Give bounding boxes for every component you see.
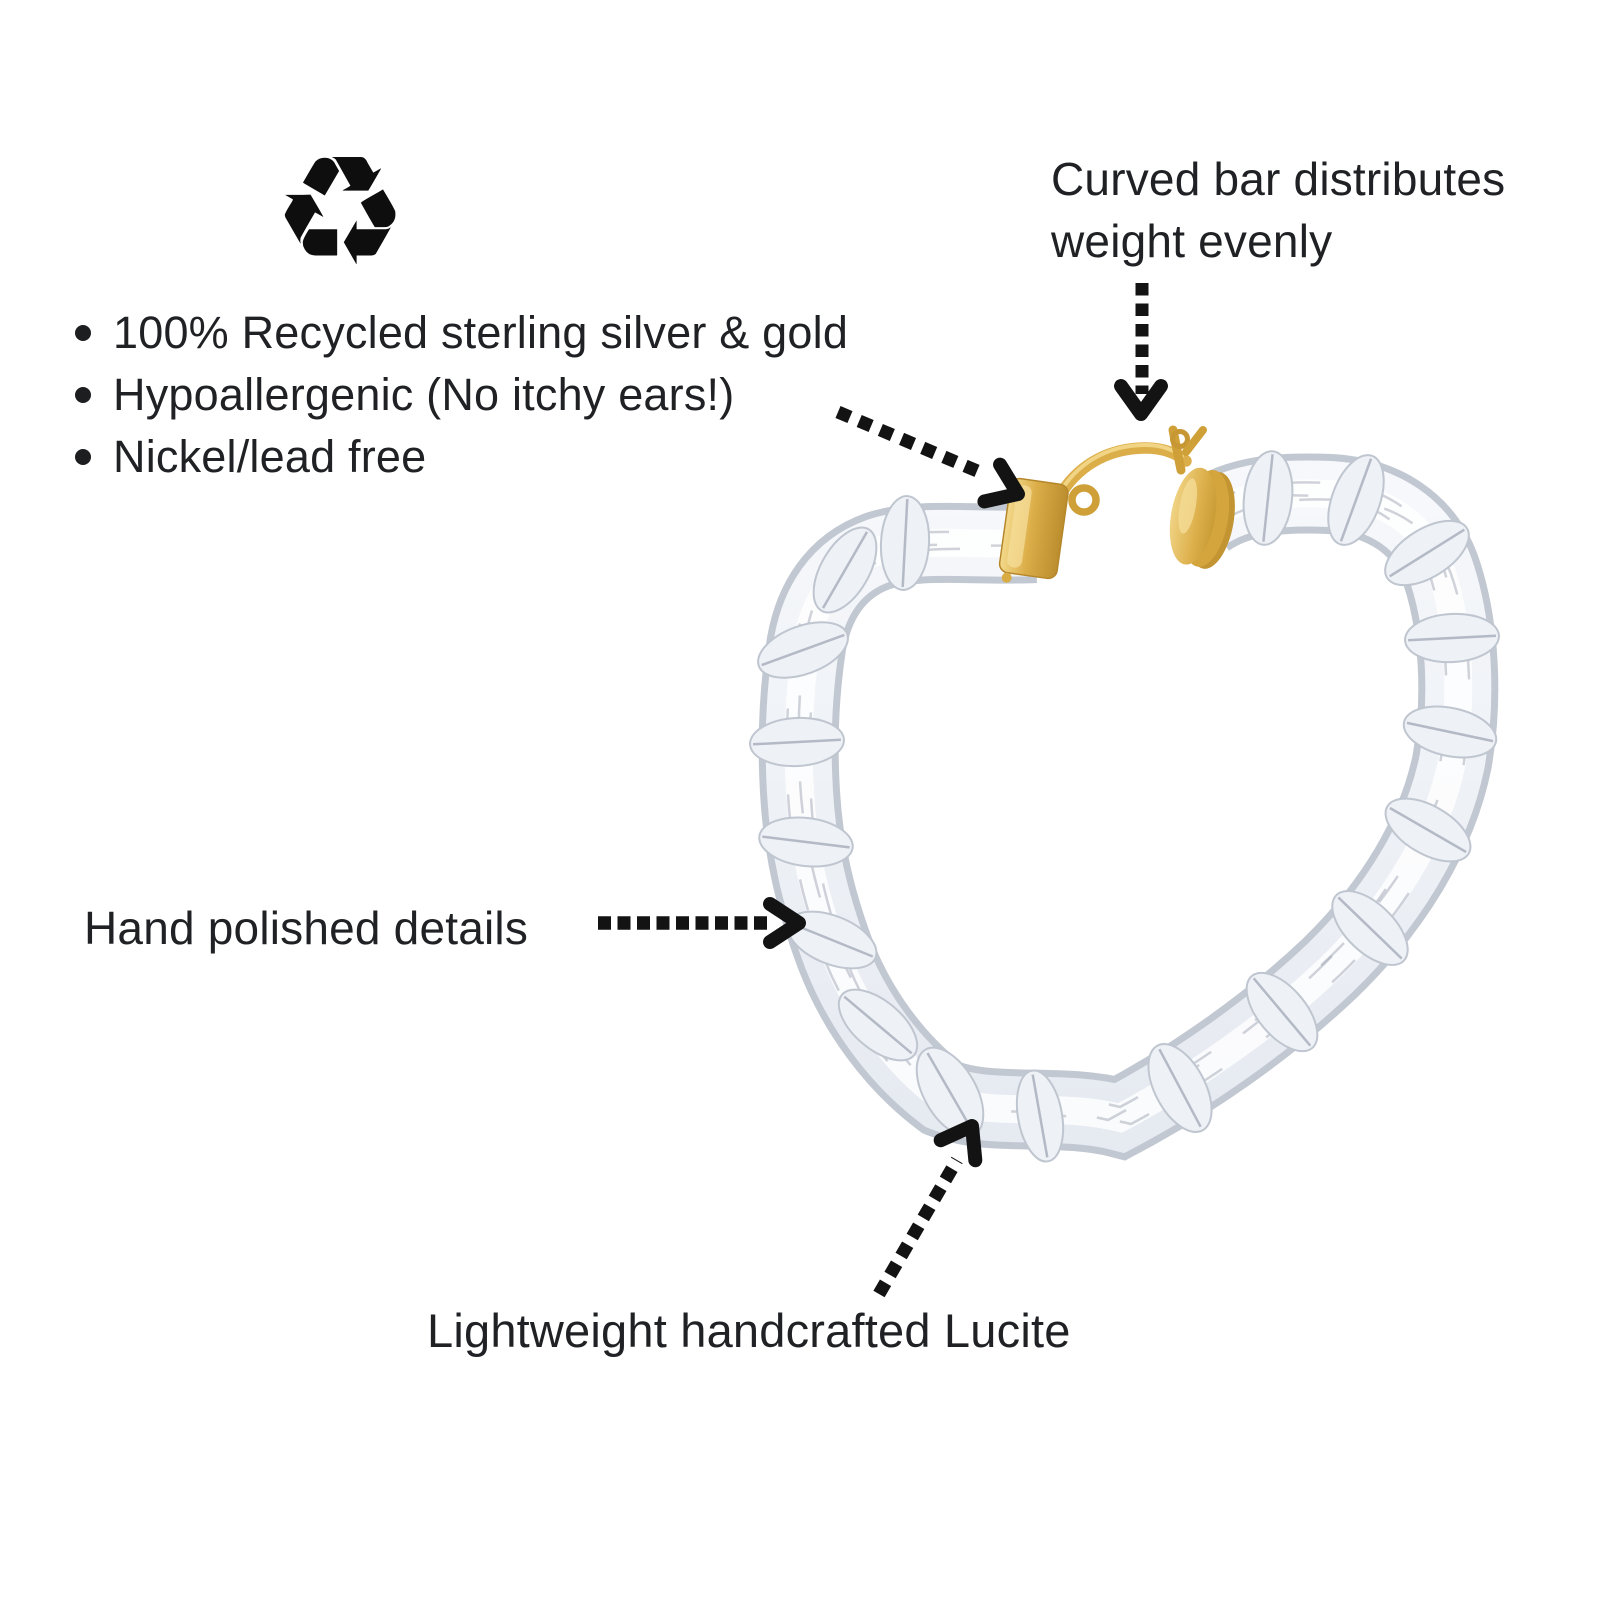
list-item: Hypoallergenic (No itchy ears!) [75, 364, 848, 426]
clasp-ring [1068, 484, 1100, 516]
recycle-icon: ♻ [272, 123, 409, 300]
clasp-latch [1168, 425, 1207, 475]
list-item: Nickel/lead free [75, 426, 848, 488]
bullet-text-hypoallergenic: Hypoallergenic (No itchy ears!) [113, 369, 735, 420]
annotation-curved-bar: Curved bar distributes weight evenly [1051, 148, 1505, 272]
bullet-dot [75, 325, 91, 341]
bullet-dot [75, 387, 91, 403]
annotation-hand-polished: Hand polished details [84, 902, 529, 954]
arrow-curved-bar [1114, 283, 1168, 421]
gold-clasp [998, 425, 1235, 583]
materials-bullet-list: 100% Recycled sterling silver & gold Hyp… [75, 302, 848, 488]
bullet-text-recycled: 100% Recycled sterling silver & gold [113, 307, 849, 358]
annotation-lucite: Lightweight handcrafted Lucite [427, 1304, 1071, 1357]
clasp-curved-bar [1056, 442, 1192, 498]
lucite-texture [785, 481, 1471, 1126]
lucite-heart-hoop [749, 450, 1500, 1163]
arrow-hypoallergenic [835, 406, 1025, 509]
annotation-curved-bar-line1: Curved bar distributes [1051, 153, 1506, 205]
list-item: 100% Recycled sterling silver & gold [75, 302, 848, 364]
clasp-disc [1169, 467, 1235, 569]
clasp-band [998, 477, 1069, 583]
arrow-lucite [873, 1119, 983, 1298]
bullet-text-nickel-free: Nickel/lead free [113, 431, 427, 482]
bullet-dot [75, 449, 91, 465]
arrow-hand-polished [598, 897, 806, 949]
bamboo-nodes [749, 450, 1500, 1163]
annotation-curved-bar-line2: weight evenly [1051, 215, 1333, 267]
